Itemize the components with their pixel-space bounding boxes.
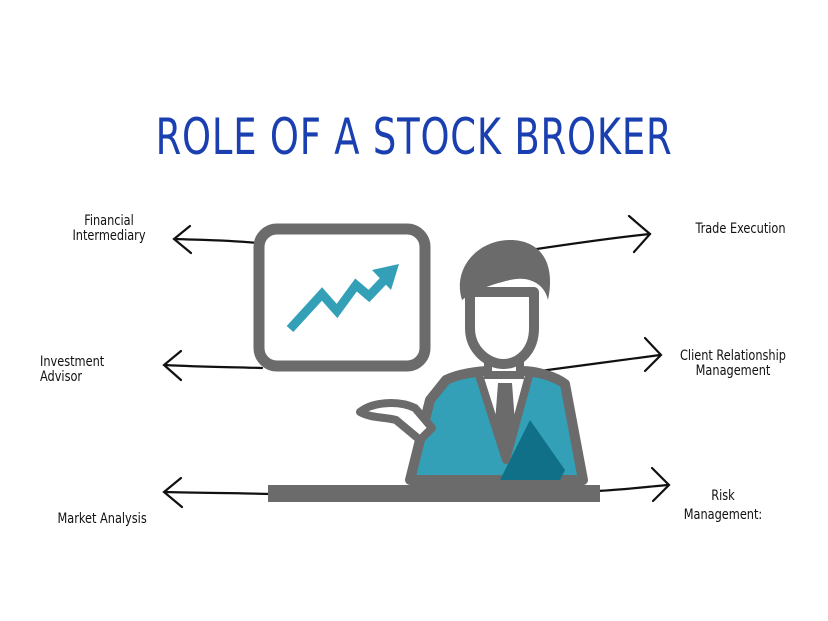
label-line: Management <box>695 363 771 379</box>
arrow-market-analysis <box>162 476 274 509</box>
label-risk-management: Risk Management: <box>683 489 764 523</box>
label-line: Client Relationship <box>680 348 786 364</box>
arrow-trade-execution <box>528 214 652 254</box>
arrow-investment-advisor <box>162 349 264 382</box>
label-client-relationship: Client Relationship Management <box>675 349 792 379</box>
label-financial-intermediary: Financial Intermediary <box>69 214 150 244</box>
label-line: Management: <box>683 507 763 523</box>
label-market-analysis: Market Analysis <box>57 511 147 527</box>
label-investment-advisor: Investment Advisor <box>40 354 105 385</box>
label-trade-execution: Trade Execution <box>695 221 786 237</box>
arrow-financial-intermediary <box>172 224 260 255</box>
page-title: ROLE OF A STOCK BROKER <box>155 108 673 166</box>
label-line: Intermediary <box>72 228 146 244</box>
label-line: Risk <box>711 488 735 504</box>
arrow-risk-management <box>596 466 671 503</box>
label-line: Financial <box>84 213 134 229</box>
person-at-desk-icon <box>268 240 600 502</box>
rising-trend-chart-icon <box>253 223 431 372</box>
arrow-client-relationship <box>538 336 663 373</box>
